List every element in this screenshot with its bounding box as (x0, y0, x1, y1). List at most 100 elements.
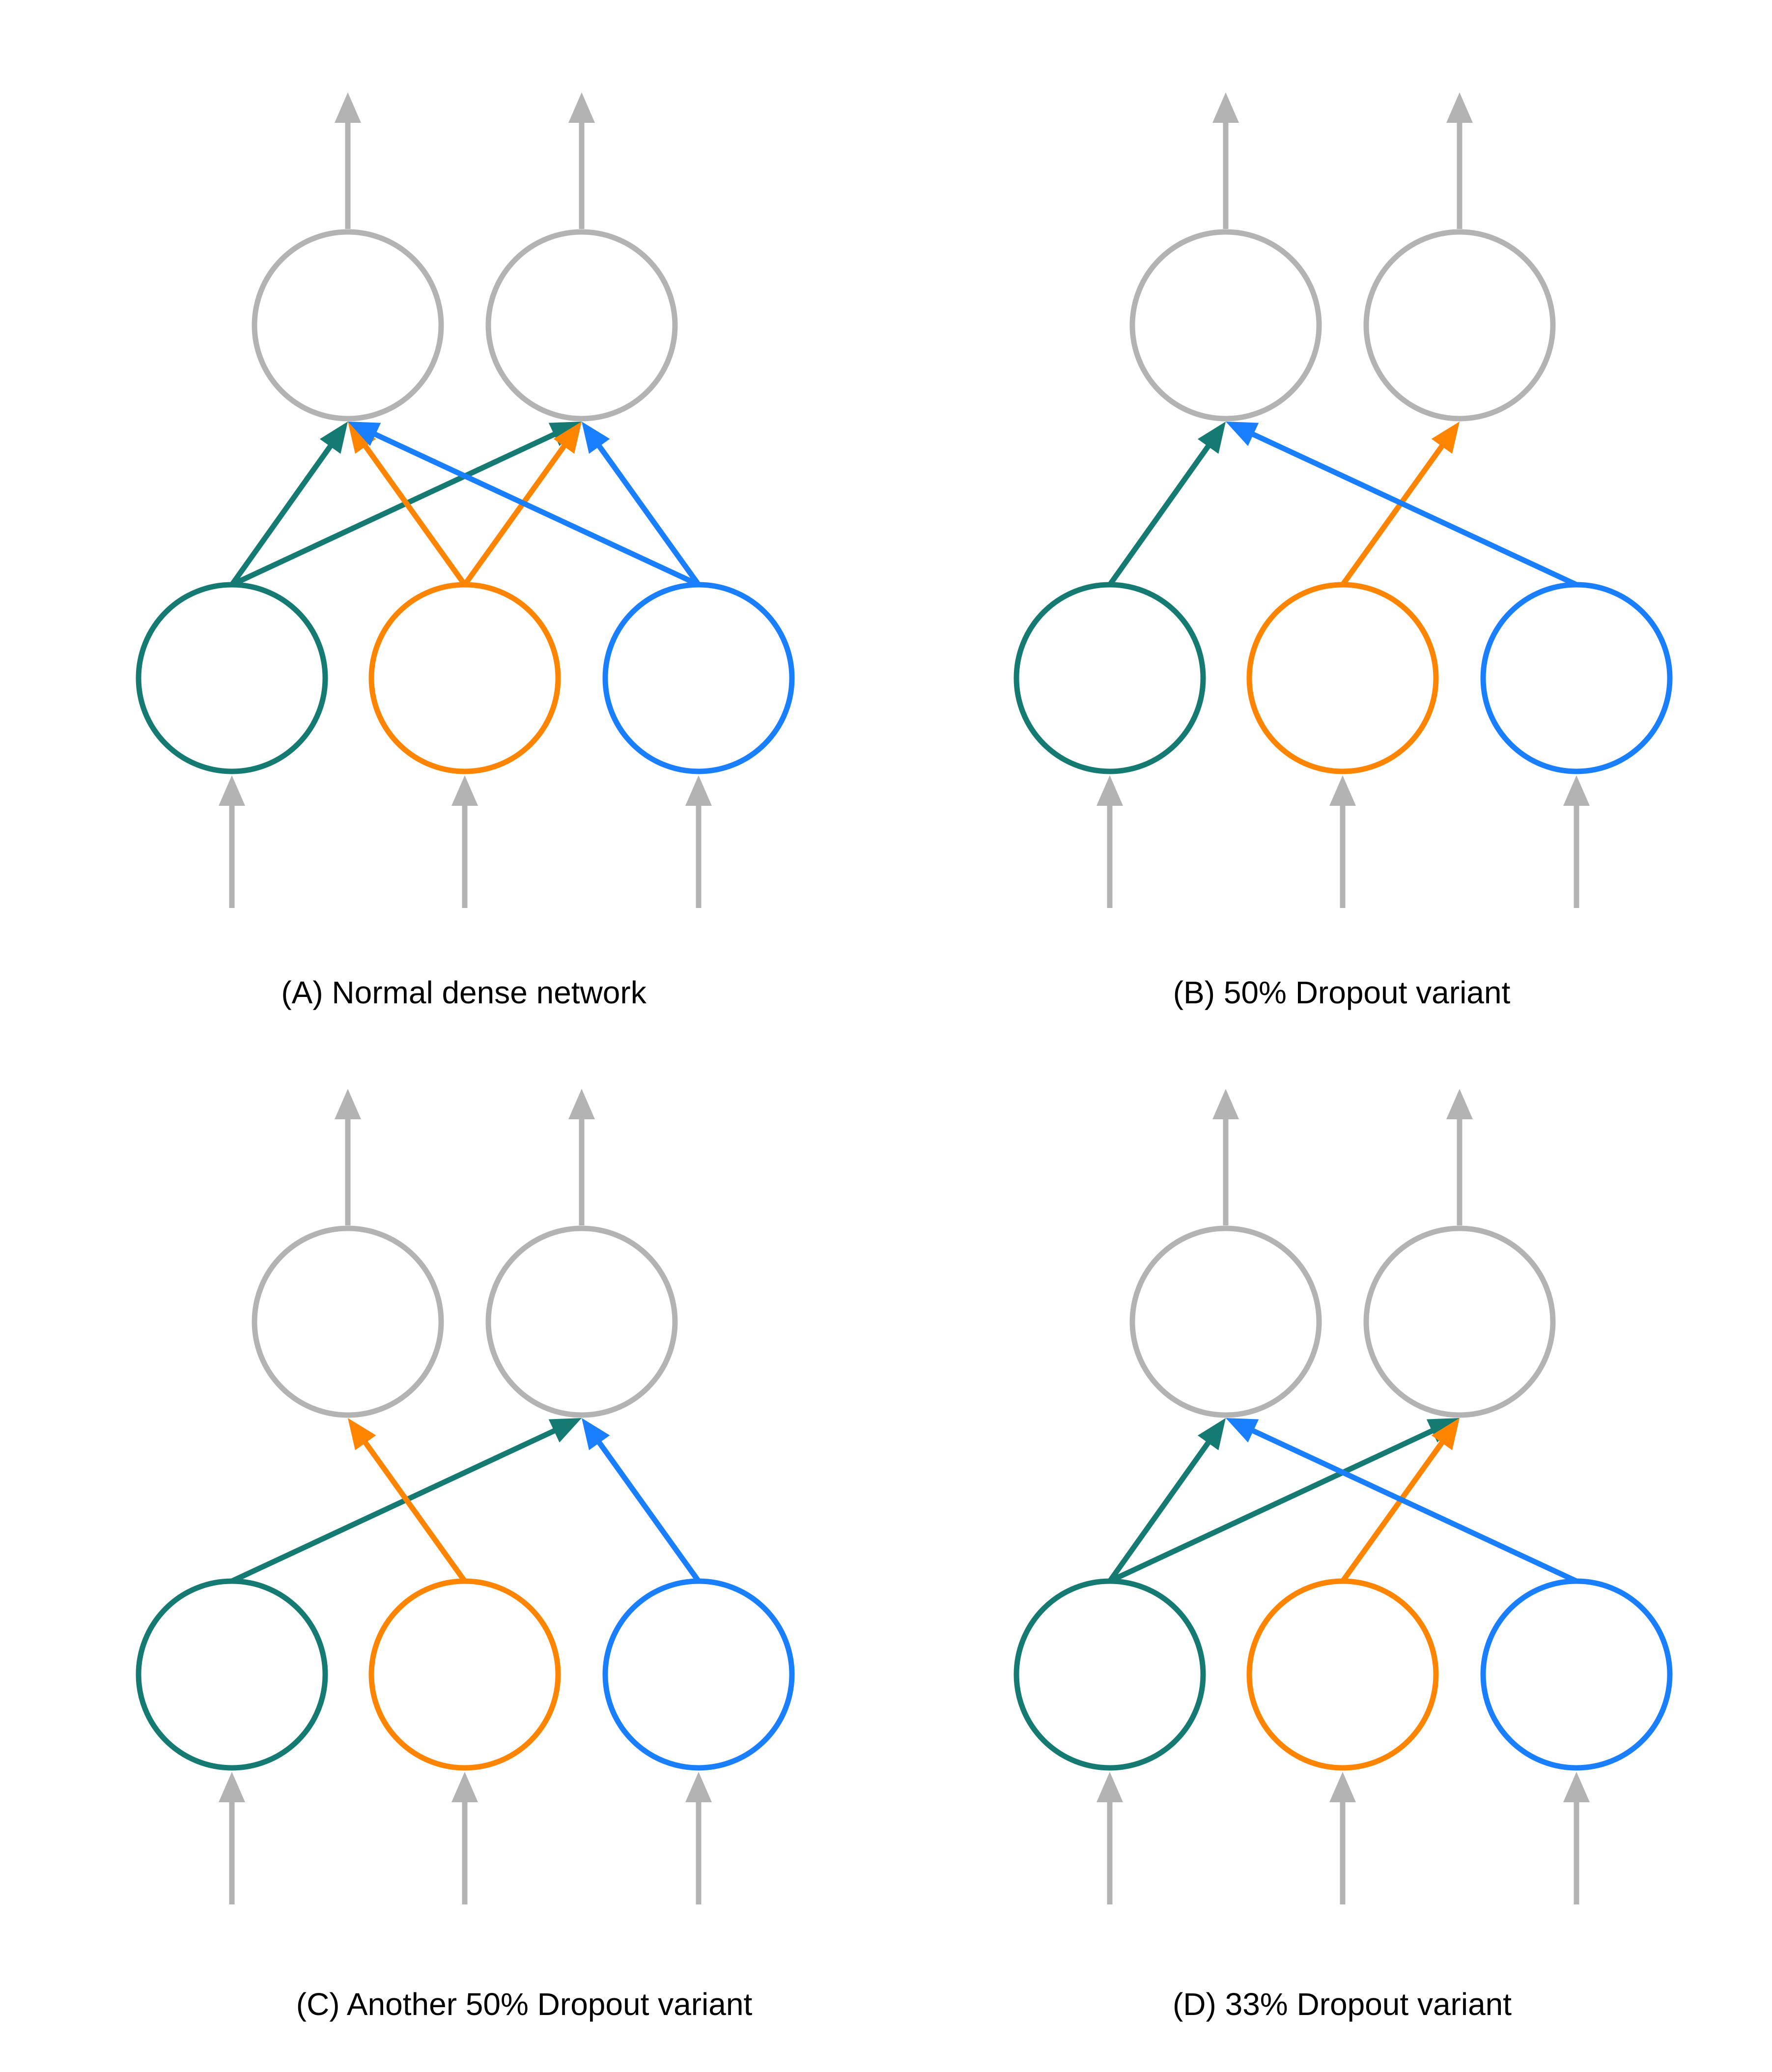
panel-a-neurons (136, 229, 795, 774)
panel-a-connection-2-to-2 (462, 422, 582, 587)
panel-c-output-2-neuron (485, 1225, 678, 1418)
panel-b-output-arrow-2 (1446, 92, 1473, 229)
panel-d-connection-1-to-1 (1107, 1418, 1226, 1583)
panel-b-input-3-neuron (1480, 582, 1673, 774)
panel-a-output-2-neuron (485, 229, 678, 422)
panel-b-output-arrow-1 (1212, 92, 1239, 229)
panel-d-connection-2-to-2 (1340, 1418, 1460, 1583)
panel-d-input-arrow-1 (1097, 1772, 1123, 1904)
panel-d-input-arrow-3-head (1563, 1772, 1590, 1802)
panel-b-caption: (B) 50% Dropout variant (1173, 975, 1511, 1010)
panel-a-input-arrow-1 (219, 775, 245, 908)
panel-d-connection-2-to-2-shaft (1340, 1439, 1445, 1583)
panel-b-output-2-neuron (1363, 229, 1556, 422)
panel-a-output-arrow-1 (335, 92, 361, 229)
panel-a: (A) Normal dense network (136, 92, 795, 1010)
panel-c-output-arrow-2-head (568, 1089, 595, 1119)
panel-a-input-3-neuron (602, 582, 795, 774)
panel-d-input-3-neuron (1480, 1578, 1673, 1771)
panel-a-connection-1-to-1-head (319, 422, 348, 454)
panel-a-output-arrow-2 (568, 92, 595, 229)
panel-a-connection-3-to-2-head (582, 422, 610, 454)
panel-b-input-arrow-2 (1329, 775, 1356, 908)
panel-b-input-arrow-2-head (1329, 775, 1356, 806)
panel-b-connection-1-to-1-shaft (1107, 443, 1211, 587)
panel-c-input-arrow-3-head (685, 1772, 712, 1802)
panel-c-input-arrow-1-head (219, 1772, 245, 1802)
panel-d: (D) 33% Dropout variant (1013, 1089, 1673, 2022)
panel-b-output-1-neuron (1129, 229, 1322, 422)
panel-b-connection-1-to-1 (1107, 422, 1226, 587)
panel-b: (B) 50% Dropout variant (1013, 92, 1673, 1010)
panel-a-connection-2-to-2-shaft (462, 443, 567, 587)
panel-b-neurons (1013, 229, 1673, 774)
panel-d-input-arrow-1-head (1097, 1772, 1123, 1802)
panel-c-neurons (136, 1225, 795, 1771)
panel-d-caption: (D) 33% Dropout variant (1173, 1987, 1512, 2022)
panel-a-connection-1-to-1 (229, 422, 348, 587)
panel-c-output-arrow-1-head (335, 1089, 361, 1119)
panel-c-input-1-neuron (136, 1578, 328, 1771)
panel-b-connection-3-to-1-shaft (1250, 431, 1578, 587)
panel-c-connection-2-to-1-shaft (362, 1439, 467, 1583)
panel-c-output-arrow-2 (568, 1089, 595, 1225)
panel-a-connection-3-to-1-shaft (372, 431, 700, 587)
panel-d-connection-2-to-2-head (1431, 1418, 1460, 1450)
panel-b-output-arrow-1-head (1212, 92, 1239, 123)
panel-d-connection-1-to-2-shaft (1108, 1427, 1435, 1584)
panel-d-connection-1-to-1-shaft (1107, 1440, 1211, 1583)
panel-a-output-arrow-2-head (568, 92, 595, 123)
panel-d-input-arrow-2-head (1329, 1772, 1356, 1802)
panel-b-output-arrow-2-head (1446, 92, 1473, 123)
panel-c-caption: (C) Another 50% Dropout variant (296, 1987, 753, 2022)
panel-a-connection-1-to-2-shaft (230, 431, 557, 587)
panel-c-input-arrow-2-head (451, 1772, 478, 1802)
panel-c-connection-1-to-2-head (548, 1418, 582, 1443)
panel-d-output-arrow-1 (1212, 1089, 1239, 1225)
panel-a-connection-2-to-1 (348, 422, 467, 587)
panel-a-input-arrow-3 (685, 775, 712, 908)
panel-b-connections (1097, 92, 1590, 908)
panel-c-input-arrow-1 (219, 1772, 245, 1904)
panel-d-connection-3-to-1 (1226, 1418, 1578, 1584)
panel-a-connection-3-to-1-head (348, 422, 381, 446)
panel-a-connection-3-to-1 (348, 422, 700, 587)
panel-c-connection-3-to-2-head (582, 1418, 610, 1450)
panel-d-output-arrow-2 (1446, 1089, 1473, 1225)
panel-b-input-arrow-3 (1563, 775, 1590, 908)
panel-a-connection-2-to-1-head (348, 422, 376, 454)
panel-d-connection-3-to-1-head (1226, 1418, 1259, 1443)
panel-a-connection-3-to-2-shaft (596, 443, 701, 587)
panel-a-connection-2-to-1-shaft (362, 443, 467, 587)
panel-a-connection-1-to-1-shaft (229, 443, 334, 587)
panel-d-output-arrow-1-head (1212, 1089, 1239, 1119)
panel-b-connection-3-to-1-head (1226, 422, 1259, 446)
panel-a-output-arrow-1-head (335, 92, 361, 123)
panel-d-output-1-neuron (1129, 1225, 1322, 1418)
panel-c-connection-2-to-1 (348, 1418, 467, 1583)
panel-a-input-arrow-1-head (219, 775, 245, 806)
panel-d-neurons (1013, 1225, 1673, 1771)
panel-a-caption: (A) Normal dense network (281, 975, 647, 1010)
panel-d-connection-3-to-1-shaft (1250, 1427, 1578, 1584)
panel-c-output-arrow-1 (335, 1089, 361, 1225)
panel-a-input-2-neuron (368, 582, 561, 774)
panel-d-input-arrow-3 (1563, 1772, 1590, 1904)
panel-d-connection-1-to-1-head (1197, 1418, 1226, 1450)
panel-a-connection-3-to-2 (582, 422, 701, 587)
panel-c-connection-3-to-2 (582, 1418, 701, 1583)
panel-a-input-1-neuron (136, 582, 328, 774)
panel-b-connection-3-to-1 (1226, 422, 1578, 587)
panel-b-input-arrow-1 (1097, 775, 1123, 908)
panel-d-input-1-neuron (1013, 1578, 1206, 1771)
panel-c-output-1-neuron (252, 1225, 444, 1418)
panel-c-connection-1-to-2 (230, 1418, 582, 1584)
panel-a-input-arrow-2 (451, 775, 478, 908)
panel-b-input-arrow-3-head (1563, 775, 1590, 806)
panel-c-input-arrow-2 (451, 1772, 478, 1904)
panel-a-input-arrow-2-head (451, 775, 478, 806)
panel-a-connection-2-to-2-head (553, 422, 582, 454)
panel-c-input-arrow-3 (685, 1772, 712, 1904)
panel-b-connection-2-to-2-head (1431, 422, 1460, 454)
